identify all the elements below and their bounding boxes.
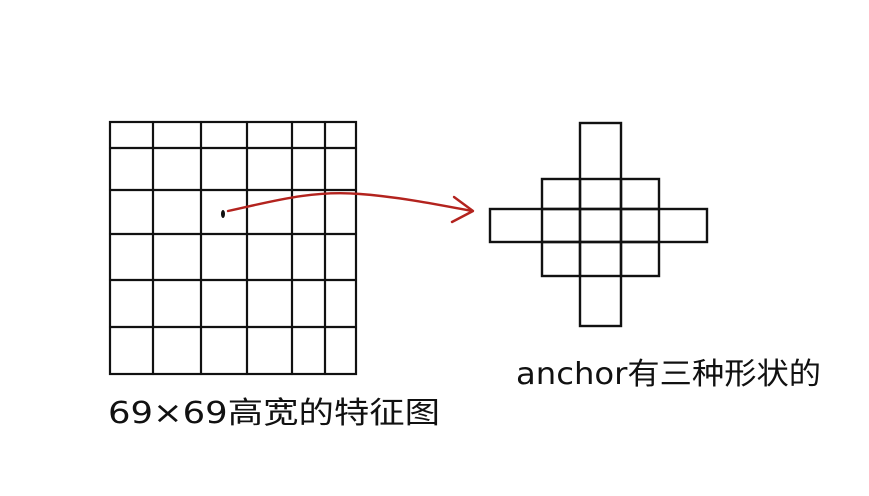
anchor-tall-rect (578, 121, 623, 328)
arrow-shaft (226, 192, 474, 213)
anchor-wide-rect (488, 207, 709, 244)
center-point (221, 210, 225, 218)
feature-map-frame (108, 120, 358, 376)
anchor-shapes (488, 121, 709, 328)
feature-map-caption: 69×69高宽的特征图 (108, 396, 440, 431)
feature-map-grid (108, 120, 358, 376)
anchor-square-rect (540, 177, 661, 278)
arrow-head (450, 195, 475, 224)
arrow (226, 192, 475, 224)
anchor-caption: anchor有三种形状的 (516, 357, 821, 392)
